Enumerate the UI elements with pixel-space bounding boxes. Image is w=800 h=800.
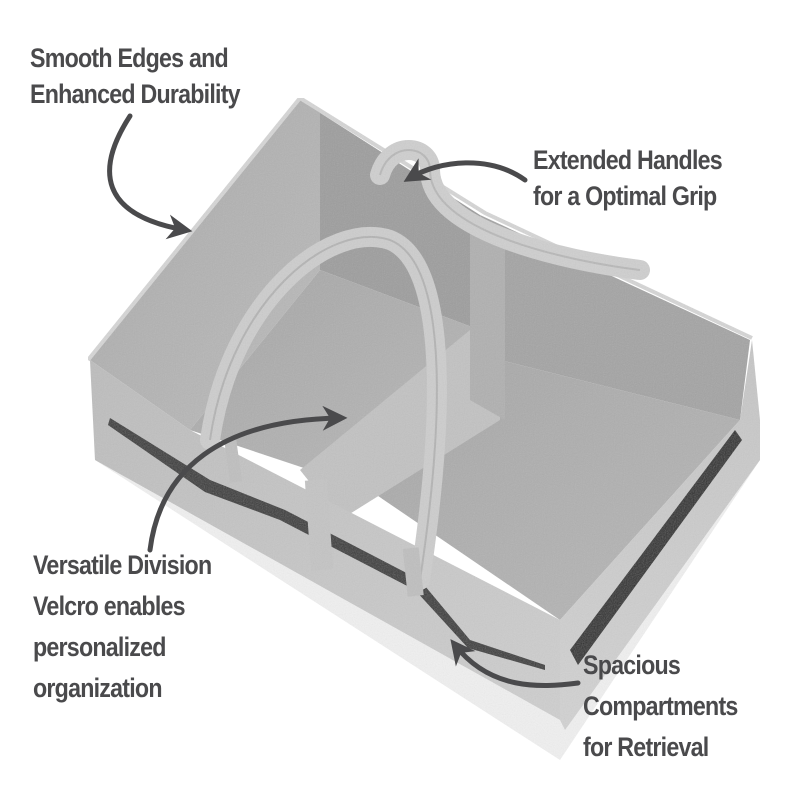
callout-compartments-line-2: Compartments <box>583 691 738 721</box>
callout-handles-line-2: for a Optimal Grip <box>533 181 717 211</box>
velcro-tab-left <box>224 439 243 483</box>
callout-division-line-3: personalized <box>33 632 166 662</box>
left-back-wall <box>90 100 320 430</box>
callout-arrows <box>107 113 581 688</box>
back-wall-right <box>480 215 750 420</box>
velcro-strip-front <box>304 479 334 571</box>
floor-left <box>190 270 480 470</box>
velcro-tab-right <box>402 547 424 597</box>
left-wall-inner <box>300 100 480 330</box>
callout-durability-line-2: Enhanced Durability <box>30 79 241 109</box>
center-divider <box>300 330 500 520</box>
basket <box>86 95 760 760</box>
arrow-durability <box>107 113 193 240</box>
arrow-handles <box>403 158 528 183</box>
divider-back <box>470 220 505 420</box>
arrow-division <box>147 405 348 553</box>
callout-compartments-line-1: Spacious <box>583 650 681 680</box>
callout-handles: Extended Handles for a Optimal Grip <box>533 142 723 214</box>
right-pocket-slot <box>570 430 742 665</box>
callout-durability: Smooth Edges and Enhanced Durability <box>30 40 241 112</box>
callout-compartments: Spacious Compartments for Retrieval <box>583 645 738 768</box>
callout-division: Versatile Division Velcro enables person… <box>33 545 212 709</box>
callout-division-line-1: Versatile Division <box>33 550 212 580</box>
callout-compartments-line-3: for Retrieval <box>583 732 709 762</box>
callout-division-line-4: organization <box>33 673 163 703</box>
arrow-compartments <box>450 639 581 688</box>
callout-handles-line-1: Extended Handles <box>533 145 723 175</box>
callout-durability-line-1: Smooth Edges and <box>30 43 229 73</box>
callout-division-line-2: Velcro enables <box>33 591 186 621</box>
